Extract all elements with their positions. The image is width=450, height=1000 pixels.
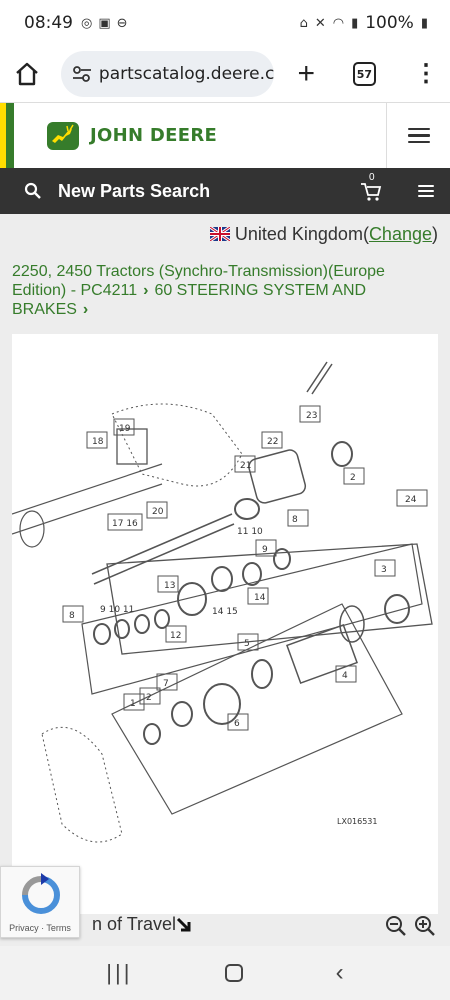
callout-5: 5 [244, 639, 250, 649]
callout-14-15: 14 15 [212, 607, 238, 617]
search-icon[interactable] [24, 182, 42, 200]
whatsapp-icon: ◎ [81, 15, 93, 31]
callout-2b: 2 [146, 693, 152, 703]
callout-22: 22 [267, 437, 278, 447]
callout-2: 2 [350, 473, 356, 483]
site-header: JOHN DEERE [0, 102, 450, 168]
hamburger-icon [407, 127, 430, 144]
parts-nav-bar: New Parts Search 0 [0, 168, 450, 214]
signal-icon: ▮ [351, 15, 359, 31]
bed-icon: ⌂ [299, 15, 308, 31]
dnd-icon: ⊖ [116, 15, 128, 31]
breadcrumb-section-link[interactable]: 60 STEERING SYSTEM AND BRAKES [12, 282, 367, 318]
steering-exploded-view: 23 22 21 19 18 20 17 16 24 2 3 5 4 7 6 2… [11, 361, 433, 843]
callout-1: 1 [130, 699, 136, 709]
brand-stripe [0, 103, 14, 168]
callout-3: 3 [381, 565, 387, 575]
site-menu-button[interactable] [386, 103, 450, 168]
uk-flag-icon [209, 227, 230, 241]
recaptcha-badge[interactable]: Privacy · Terms [0, 866, 80, 938]
callout-7: 7 [163, 679, 169, 689]
notification-icons: ◎ ▣ ⊖ [81, 16, 128, 31]
recents-icon[interactable]: ||| [106, 960, 133, 985]
breadcrumb: 2250, 2450 Tractors (Synchro-Transmissio… [0, 254, 450, 326]
status-time: 08:49 [24, 13, 73, 33]
tab-count-button[interactable]: 57 [352, 62, 376, 86]
android-nav-bar: ||| ‹ [0, 946, 450, 1000]
photo-icon: ▣ [98, 15, 111, 31]
chevron-right-icon: › [143, 282, 149, 299]
wifi-icon: ◠ [332, 15, 345, 31]
address-bar[interactable]: partscatalog.deere.com [60, 51, 274, 97]
change-country-link[interactable]: Change [368, 223, 432, 244]
home-icon[interactable] [12, 58, 43, 90]
country-close-paren: ) [432, 223, 438, 244]
recaptcha-links[interactable]: Privacy · Terms [9, 923, 71, 933]
callout-13: 13 [164, 581, 175, 591]
country-name: United Kingdom [234, 223, 363, 244]
battery-icon: ▮ [420, 15, 428, 31]
parts-diagram[interactable]: 23 22 21 19 18 20 17 16 24 2 3 5 4 7 6 2… [11, 334, 438, 914]
system-icons: ⌂ ✕ ◠ ▮ 100% ▮ [300, 13, 428, 33]
url-text: partscatalog.deere.com [98, 64, 274, 84]
callout-21: 21 [240, 461, 251, 471]
status-bar: 08:49 ◎ ▣ ⊖ ⌂ ✕ ◠ ▮ 100% ▮ [0, 0, 450, 46]
zoom-in-icon[interactable] [414, 915, 436, 937]
callout-20: 20 [152, 507, 164, 517]
callout-17-16: 17 16 [112, 519, 138, 529]
country-selector: United Kingdom (Change) [0, 214, 450, 254]
breadcrumb-model-link[interactable]: 2250, 2450 Tractors (Synchro-Transmissio… [12, 263, 385, 299]
cart-count: 0 [369, 172, 375, 183]
direction-of-travel-caption: n of Travel [92, 914, 177, 934]
callout-9: 9 [262, 545, 268, 555]
back-icon[interactable]: ‹ [335, 959, 344, 986]
new-parts-search-link[interactable]: New Parts Search [58, 180, 211, 201]
callout-12: 12 [170, 631, 181, 641]
recaptcha-icon [22, 873, 60, 914]
site-settings-icon[interactable] [71, 63, 93, 85]
callout-6: 6 [234, 719, 240, 729]
zoom-out-icon[interactable] [385, 915, 407, 937]
callout-4: 4 [342, 671, 348, 681]
callout-19: 19 [119, 424, 131, 434]
callout-8b: 8 [292, 515, 298, 525]
callout-18: 18 [92, 437, 104, 447]
arrow-down-right-icon [176, 917, 191, 932]
new-tab-icon[interactable]: + [297, 57, 315, 90]
mute-icon: ✕ [314, 15, 326, 31]
figure-code: LX016531 [337, 817, 377, 826]
callout-8: 8 [69, 611, 75, 621]
diagram-area: 23 22 21 19 18 20 17 16 24 2 3 5 4 7 6 2… [0, 326, 450, 946]
nav-menu-icon[interactable] [418, 185, 434, 197]
more-options-icon[interactable]: ⋮ [414, 60, 438, 87]
john-deere-logo[interactable]: JOHN DEERE [46, 103, 217, 168]
cart-icon [361, 183, 382, 201]
chevron-right-icon: › [82, 301, 89, 318]
callout-24: 24 [405, 495, 417, 505]
callout-9-10-11: 9 10 11 [100, 605, 134, 615]
callout-11-10: 11 10 [237, 527, 263, 537]
home-button-icon[interactable] [225, 964, 244, 982]
deer-emblem-icon [47, 121, 79, 150]
callout-23: 23 [306, 411, 317, 421]
battery-level: 100% [365, 13, 414, 33]
cart-button[interactable]: 0 [360, 172, 382, 202]
callout-14: 14 [254, 593, 266, 603]
browser-toolbar: partscatalog.deere.com + 57 ⋮ [0, 46, 450, 102]
country-open-paren: ( [362, 223, 369, 244]
brand-name: JOHN DEERE [90, 125, 218, 146]
